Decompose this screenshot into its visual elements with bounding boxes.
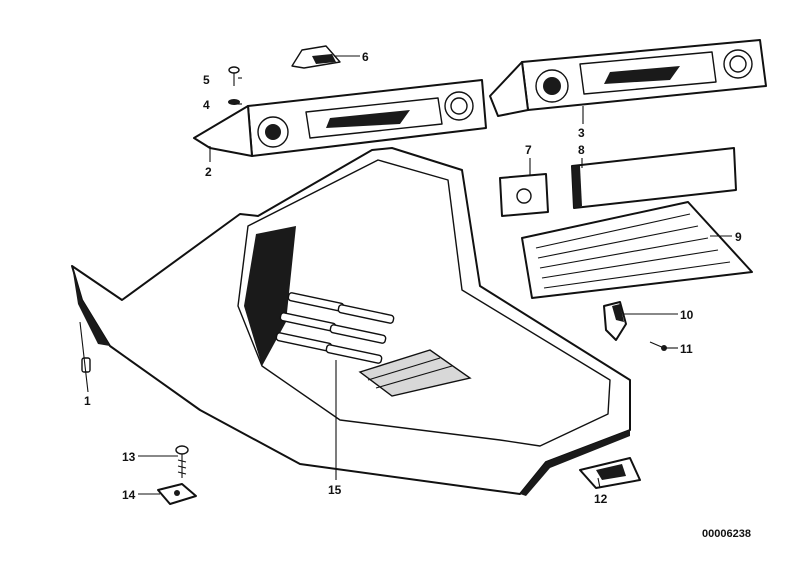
callout-10[interactable]: 10 xyxy=(680,308,694,322)
part-15-center-console[interactable] xyxy=(71,147,631,496)
part-3-rear-panel[interactable] xyxy=(489,39,767,117)
part-8-cover-strip[interactable] xyxy=(571,147,737,209)
callout-1[interactable]: 1 xyxy=(84,394,91,408)
part-7-trim-plate[interactable] xyxy=(499,173,549,217)
floor-slots xyxy=(275,292,395,364)
callout-5[interactable]: 5 xyxy=(203,73,210,87)
callout-14[interactable]: 14 xyxy=(122,488,136,502)
part-9-grille[interactable] xyxy=(521,201,753,299)
callout-15[interactable]: 15 xyxy=(328,483,342,497)
part-12-bracket[interactable] xyxy=(579,457,641,489)
callout-labels: 1 2 3 4 5 6 7 8 9 10 11 12 13 14 15 xyxy=(84,50,742,506)
part-6-clip[interactable] xyxy=(291,45,341,69)
part-13-screw[interactable] xyxy=(175,445,189,478)
drawing-number: 00006238 xyxy=(702,528,751,540)
callout-4[interactable]: 4 xyxy=(203,98,210,112)
callout-11[interactable]: 11 xyxy=(680,342,693,356)
callout-3[interactable]: 3 xyxy=(578,126,585,140)
part-14-nut-clip[interactable] xyxy=(157,483,197,505)
part-10-knob[interactable] xyxy=(603,301,627,341)
callout-13[interactable]: 13 xyxy=(122,450,136,464)
callout-12[interactable]: 12 xyxy=(594,492,608,506)
part-11-screw[interactable] xyxy=(649,341,667,351)
callout-9[interactable]: 9 xyxy=(735,230,742,244)
part-5-screw[interactable] xyxy=(228,66,240,86)
callout-8[interactable]: 8 xyxy=(578,143,585,157)
callout-7[interactable]: 7 xyxy=(525,143,532,157)
callout-6[interactable]: 6 xyxy=(362,50,369,64)
leader-lines xyxy=(79,55,732,495)
callout-2[interactable]: 2 xyxy=(205,165,212,179)
part-2-front-panel[interactable] xyxy=(193,79,487,157)
